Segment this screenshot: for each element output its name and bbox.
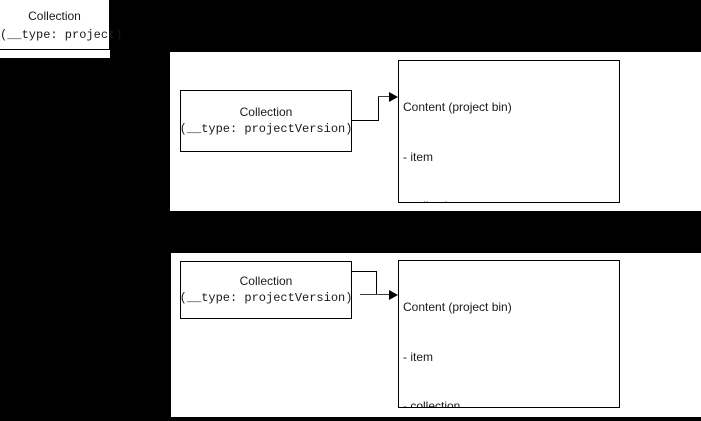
- node-collection-project-version-top-subtitle: (__type: projectVersion): [179, 122, 353, 136]
- arrow-bottom-segment-h1: [352, 271, 377, 272]
- content-box-bottom[interactable]: Content (project bin) - item - collectio…: [398, 260, 620, 408]
- node-collection-project-version-bottom-title: Collection: [239, 273, 293, 288]
- content-bottom-item-2: - collection: [403, 399, 461, 408]
- node-collection-project-version-bottom-subtitle: (__type: projectVersion): [179, 291, 353, 305]
- content-bottom-heading: Content (project bin): [403, 300, 512, 314]
- node-collection-project-version-top-title: Collection: [239, 104, 293, 119]
- node-collection-project-version-top[interactable]: Collection (__type: projectVersion): [180, 90, 352, 152]
- arrow-top-segment-h2: [378, 96, 390, 97]
- node-collection-project[interactable]: Collection (__type: project): [0, 0, 122, 50]
- arrow-bottom-arrowhead-icon: [389, 290, 398, 300]
- node-collection-project-title: Collection: [28, 9, 81, 23]
- content-bottom-item-1: - item: [403, 349, 433, 364]
- content-top-heading: Content (project bin): [403, 100, 512, 114]
- node-collection-project-version-bottom[interactable]: Collection (__type: projectVersion): [180, 261, 352, 319]
- arrow-top-arrowhead-icon: [389, 92, 398, 102]
- content-top-item-1: - item: [403, 149, 433, 164]
- content-top-item-2: - collection: [403, 198, 615, 202]
- arrow-bottom-segment-h2: [360, 294, 390, 295]
- arrow-top-segment-v: [378, 96, 379, 121]
- content-box-top[interactable]: Content (project bin) - item - collectio…: [398, 60, 620, 203]
- arrow-top-segment-h1: [352, 120, 379, 121]
- node-collection-project-subtitle: (__type: project): [0, 28, 123, 42]
- arrow-bottom-segment-v: [376, 271, 377, 294]
